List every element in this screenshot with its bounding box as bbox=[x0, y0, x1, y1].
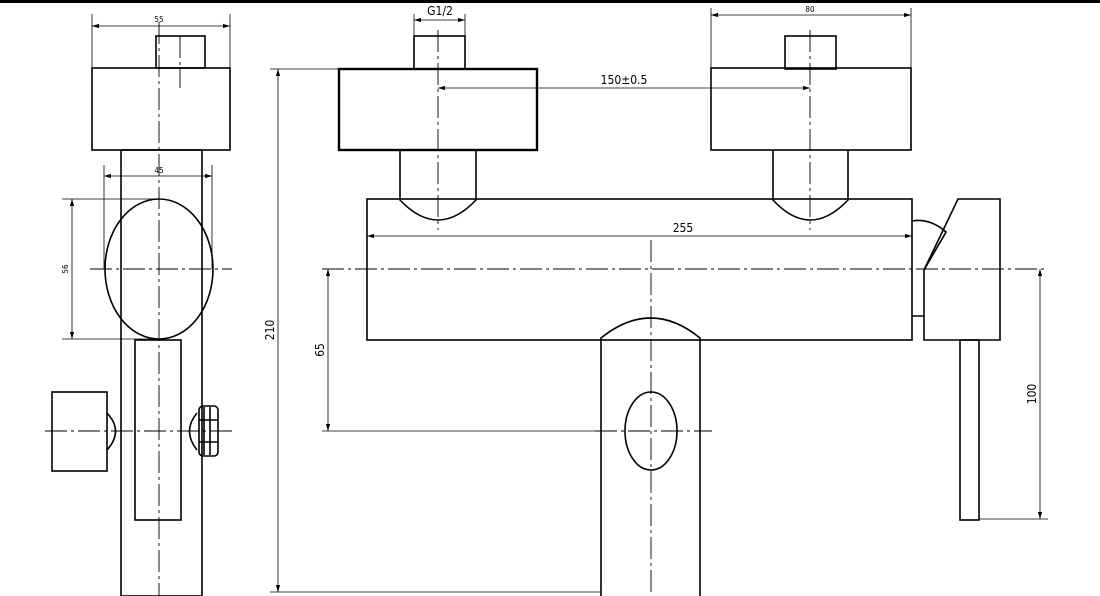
dim-150-label: 150±0.5 bbox=[601, 73, 648, 87]
front-right-neck bbox=[772, 150, 849, 221]
side-knob-neck bbox=[106, 412, 117, 451]
front-spout bbox=[600, 317, 701, 596]
dim-80-label: 80 bbox=[805, 5, 815, 14]
side-inner-body bbox=[134, 339, 182, 521]
front-lever-joint bbox=[911, 219, 948, 317]
dim-45-label: 45 bbox=[154, 166, 163, 175]
side-knob bbox=[51, 391, 108, 472]
side-view: 55 45 56 bbox=[45, 14, 232, 596]
front-lever-head bbox=[923, 198, 1001, 341]
front-left-thread bbox=[413, 35, 466, 70]
side-top-thread bbox=[155, 35, 206, 69]
front-lever-stem bbox=[959, 339, 980, 521]
dim-210-label: 210 bbox=[263, 320, 277, 341]
dim-255-label: 255 bbox=[673, 221, 694, 235]
front-right-thread bbox=[784, 35, 837, 70]
front-view: G1/2 80 150±0.5 255 210 65 100 bbox=[263, 4, 1048, 596]
side-top-block bbox=[91, 67, 231, 151]
dim-g12-label: G1/2 bbox=[427, 4, 453, 18]
dim-100-label: 100 bbox=[1025, 384, 1039, 405]
dim-56-label: 56 bbox=[61, 264, 70, 274]
front-left-neck bbox=[399, 150, 477, 221]
front-main-body bbox=[366, 198, 913, 341]
dim-55-label: 55 bbox=[154, 15, 163, 24]
side-cap-dome bbox=[188, 412, 198, 451]
side-pipe-body bbox=[120, 149, 203, 596]
front-right-flange bbox=[710, 67, 912, 151]
dim-65-label: 65 bbox=[313, 343, 327, 357]
